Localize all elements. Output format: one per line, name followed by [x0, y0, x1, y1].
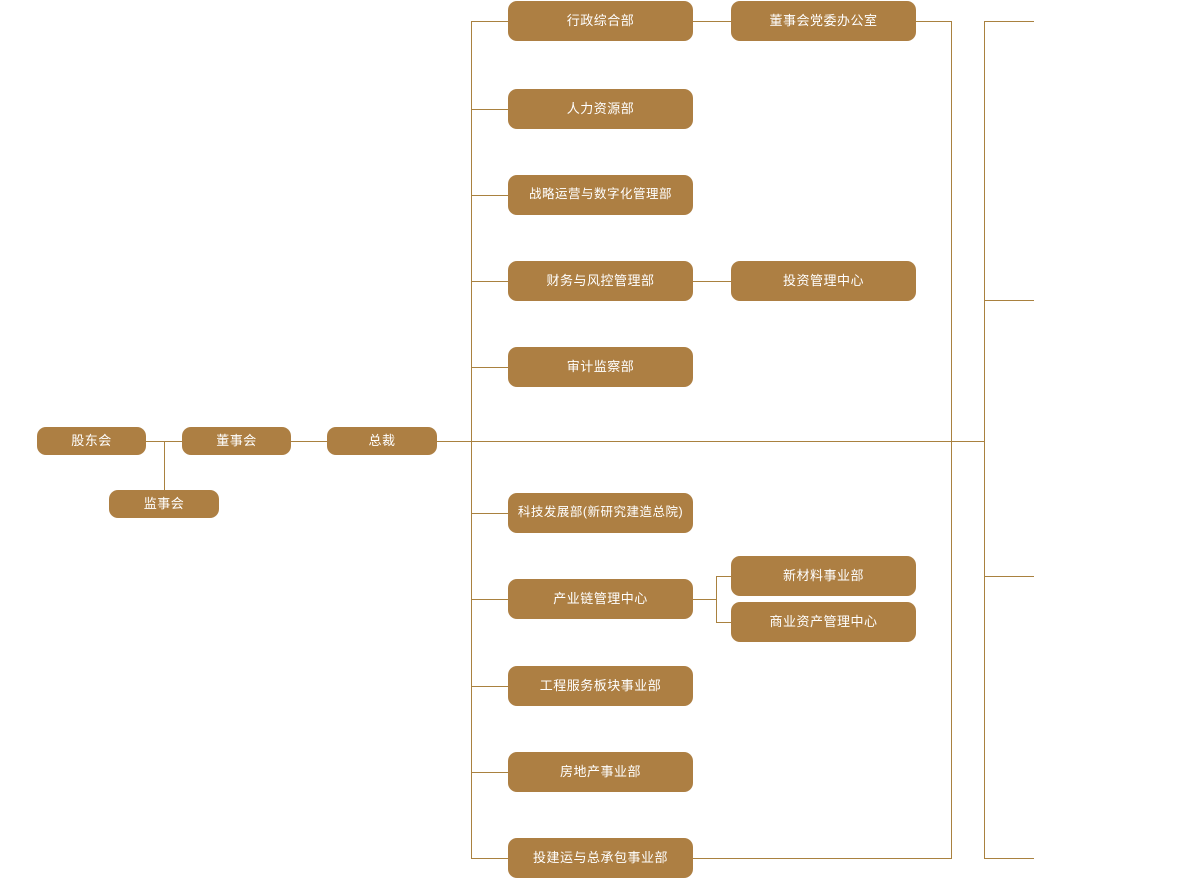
connector-department-9 [471, 858, 508, 859]
connector-outer-bracket-mid-upper [984, 300, 1034, 301]
connector-department-4 [471, 367, 508, 368]
connector-board-to-president [291, 441, 327, 442]
connector-department-8 [471, 772, 508, 773]
node-department-3[interactable]: 财务与风控管理部 [508, 261, 693, 301]
connector-industry-chain-split [716, 576, 717, 623]
connector-president-trunk [437, 441, 984, 442]
connector-subunit-0 [693, 21, 731, 22]
connector-outer-bracket-top [984, 21, 1034, 22]
connector-inner-bracket-spine [951, 21, 952, 859]
node-department-4[interactable]: 审计监察部 [508, 347, 693, 387]
node-board-of-directors[interactable]: 董事会 [182, 427, 291, 455]
connector-department-5 [471, 513, 508, 514]
node-subunit-0[interactable]: 董事会党委办公室 [731, 1, 916, 41]
connector-department-6 [471, 599, 508, 600]
connector-subunit-1 [693, 281, 731, 282]
connector-outer-bracket-bottom [984, 858, 1034, 859]
connector-department-0 [471, 21, 508, 22]
connector-outer-bracket-mid-lower [984, 576, 1034, 577]
node-department-2[interactable]: 战略运营与数字化管理部 [508, 175, 693, 215]
connector-department-1 [471, 109, 508, 110]
node-department-8[interactable]: 房地产事业部 [508, 752, 693, 792]
connector-inner-bracket-top [916, 21, 952, 22]
connector-supervisors-drop [164, 441, 165, 490]
node-department-5[interactable]: 科技发展部(新研究建造总院) [508, 493, 693, 533]
node-department-6[interactable]: 产业链管理中心 [508, 579, 693, 619]
node-subunit-1[interactable]: 投资管理中心 [731, 261, 916, 301]
connector-department-2 [471, 195, 508, 196]
node-department-7[interactable]: 工程服务板块事业部 [508, 666, 693, 706]
node-department-1[interactable]: 人力资源部 [508, 89, 693, 129]
connector-subunit-3 [716, 622, 731, 623]
connector-industry-chain-stem [693, 599, 716, 600]
connector-department-3 [471, 281, 508, 282]
node-shareholders-meeting[interactable]: 股东会 [37, 427, 146, 455]
node-department-9[interactable]: 投建运与总承包事业部 [508, 838, 693, 878]
connector-department-spine [471, 21, 472, 859]
node-board-of-supervisors[interactable]: 监事会 [109, 490, 219, 518]
connector-subunit-2 [716, 576, 731, 577]
node-department-0[interactable]: 行政综合部 [508, 1, 693, 41]
node-subunit-3[interactable]: 商业资产管理中心 [731, 602, 916, 642]
connector-department-7 [471, 686, 508, 687]
node-subunit-2[interactable]: 新材料事业部 [731, 556, 916, 596]
connector-outer-bracket-spine [984, 21, 985, 859]
connector-inner-bracket-bottom [693, 858, 951, 859]
node-president[interactable]: 总裁 [327, 427, 437, 455]
